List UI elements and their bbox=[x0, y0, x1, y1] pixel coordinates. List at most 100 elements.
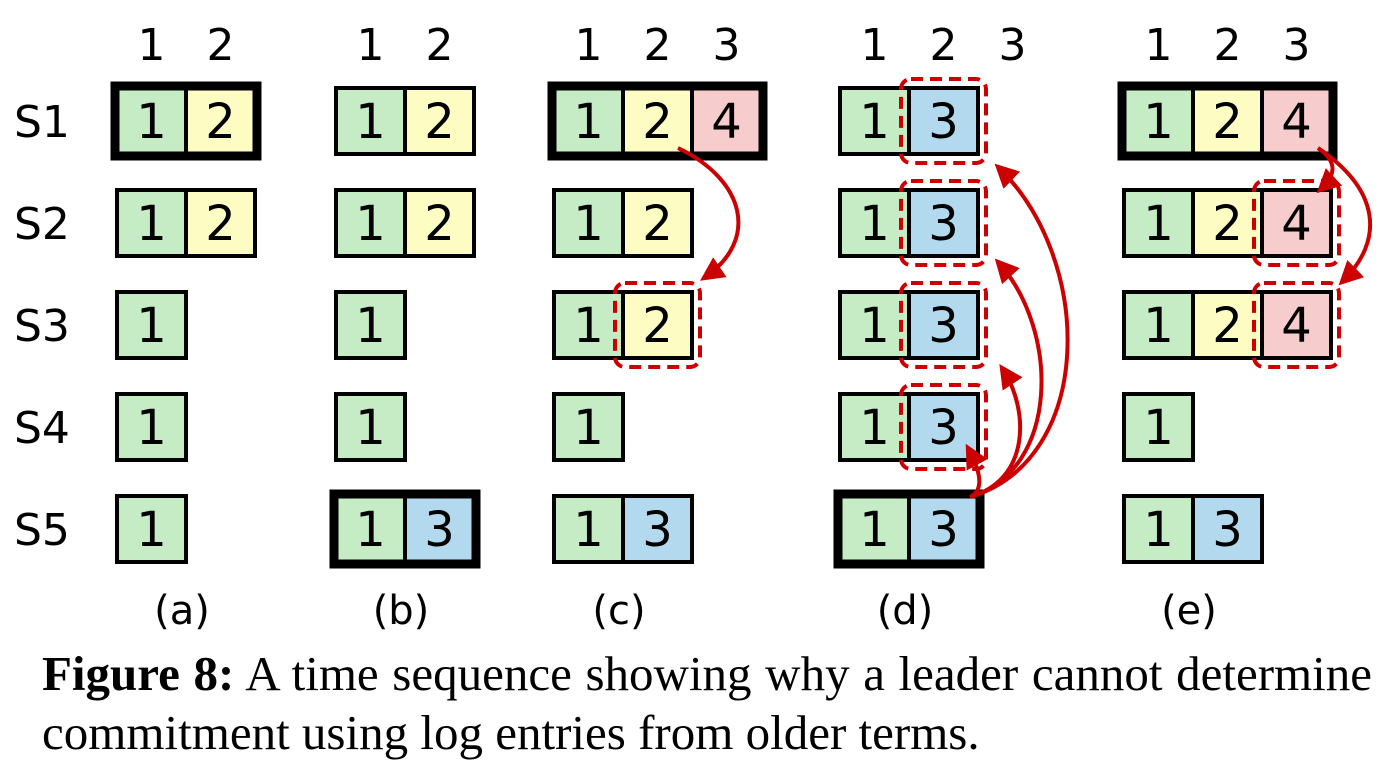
log-index-label: 2 bbox=[1214, 20, 1242, 71]
dashed-highlight bbox=[899, 281, 988, 369]
log-entry bbox=[552, 494, 625, 564]
log-entry-term: 2 bbox=[1212, 298, 1243, 354]
log-index-label: 2 bbox=[644, 20, 672, 71]
log-entry-term: 1 bbox=[355, 94, 386, 150]
log-index-label: 1 bbox=[861, 20, 889, 71]
log-index-label: 3 bbox=[1283, 20, 1311, 71]
log-entry-term: 1 bbox=[1143, 298, 1174, 354]
log-entry bbox=[1122, 290, 1195, 360]
log-entry-term: 2 bbox=[1212, 94, 1243, 150]
log-entry bbox=[907, 188, 980, 258]
log-entry bbox=[1122, 494, 1195, 564]
log-entry bbox=[621, 188, 694, 258]
log-entry-term: 4 bbox=[1281, 298, 1312, 354]
log-index-label: 1 bbox=[357, 20, 385, 71]
log-entry bbox=[838, 188, 911, 258]
log-entry-term: 2 bbox=[205, 94, 236, 150]
log-entry-term: 3 bbox=[928, 502, 959, 558]
log-entry bbox=[552, 392, 625, 462]
log-entry-term: 1 bbox=[355, 298, 386, 354]
log-entry-term: 1 bbox=[1143, 502, 1174, 558]
log-entry-term: 1 bbox=[573, 196, 604, 252]
log-entry-term: 1 bbox=[859, 298, 890, 354]
log-entry-term: 2 bbox=[642, 94, 673, 150]
leader-border bbox=[110, 81, 262, 161]
log-entry bbox=[1191, 494, 1264, 564]
log-index-label: 1 bbox=[138, 20, 166, 71]
log-entry bbox=[334, 392, 407, 462]
server-label-s2: S2 bbox=[14, 199, 70, 250]
log-entry bbox=[1122, 188, 1195, 258]
log-entry-term: 1 bbox=[859, 94, 890, 150]
server-log-s3: 1 bbox=[115, 290, 188, 360]
panel-caption: (c) bbox=[592, 588, 645, 634]
log-entry bbox=[334, 86, 407, 156]
server-label-s4: S4 bbox=[14, 403, 70, 454]
panel-caption: (d) bbox=[877, 588, 934, 634]
log-entry-term: 1 bbox=[1143, 94, 1174, 150]
log-entry bbox=[621, 494, 694, 564]
dashed-highlight bbox=[1252, 281, 1341, 369]
log-entry-term: 1 bbox=[136, 502, 167, 558]
log-entry-term: 1 bbox=[136, 298, 167, 354]
log-index-label: 1 bbox=[1145, 20, 1173, 71]
dashed-highlight bbox=[899, 383, 988, 471]
log-entry-term: 1 bbox=[859, 400, 890, 456]
log-entry bbox=[115, 392, 188, 462]
log-entry bbox=[907, 86, 980, 156]
log-index-label: 2 bbox=[207, 20, 235, 71]
log-entry bbox=[334, 290, 407, 360]
dashed-highlight bbox=[613, 281, 702, 369]
server-log-s5: 1 bbox=[115, 494, 188, 564]
server-log-s4: 1 bbox=[552, 392, 625, 462]
log-entry bbox=[403, 86, 476, 156]
log-entry bbox=[115, 494, 188, 564]
log-entry-term: 1 bbox=[355, 502, 386, 558]
log-entry-term: 1 bbox=[573, 298, 604, 354]
figure-caption: Figure 8: A time sequence showing why a … bbox=[42, 644, 1372, 762]
server-label-s1: S1 bbox=[14, 97, 70, 148]
log-entry-term: 1 bbox=[859, 196, 890, 252]
log-entry-term: 3 bbox=[928, 298, 959, 354]
log-entry bbox=[115, 290, 188, 360]
log-entry bbox=[690, 86, 763, 156]
log-entry bbox=[1260, 188, 1333, 258]
log-entry-term: 2 bbox=[205, 196, 236, 252]
server-label-s3: S3 bbox=[14, 301, 70, 352]
server-log-s4: 1 bbox=[1122, 392, 1195, 462]
arrow-d-s5-to-s2 bbox=[969, 258, 1044, 499]
log-index-label: 2 bbox=[426, 20, 454, 71]
log-entry-term: 2 bbox=[1212, 196, 1243, 252]
log-entry bbox=[552, 290, 625, 360]
log-entry-term: 4 bbox=[1281, 94, 1312, 150]
log-entry-term: 3 bbox=[1212, 502, 1243, 558]
log-entry-term: 1 bbox=[355, 196, 386, 252]
log-index-label: 3 bbox=[999, 20, 1027, 71]
log-entry-term: 2 bbox=[642, 196, 673, 252]
dashed-highlight bbox=[899, 77, 988, 165]
server-log-s4: 1 bbox=[115, 392, 188, 462]
server-log-s4: 1 bbox=[334, 392, 407, 462]
panel-caption: (a) bbox=[154, 588, 210, 634]
log-entry-term: 2 bbox=[424, 196, 455, 252]
arrow-e-s1-to-s3 bbox=[1316, 146, 1373, 286]
